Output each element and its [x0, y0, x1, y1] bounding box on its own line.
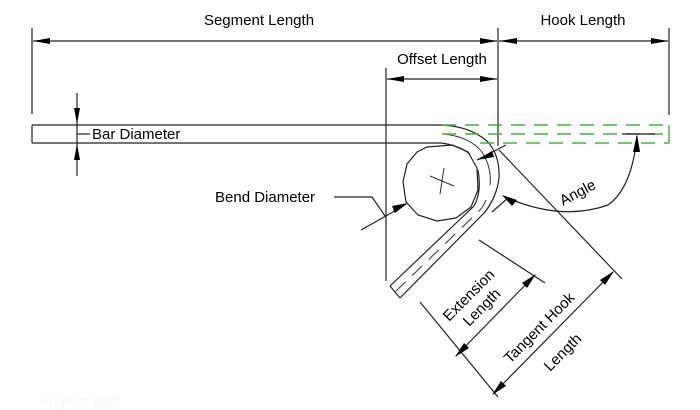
tangent-length-end-line [498, 149, 623, 280]
hook-length-label: Hook Length [540, 12, 625, 29]
offset-length-dimension: Offset Length [385, 51, 497, 281]
rebar-hook-bend [389, 124, 500, 299]
angle-leg-tick [491, 197, 509, 213]
tangent-length-dim-line [492, 271, 614, 395]
extension-arrow-start-icon [455, 343, 469, 357]
bend-diameter-dimension: Bend Diameter [215, 144, 507, 231]
tangent-hook-length-label-line2: Length [541, 330, 585, 374]
bar-diameter-arrow-top-icon [74, 108, 80, 124]
segment-arrow-right-icon [480, 38, 497, 44]
center-mark-v [439, 167, 445, 195]
offset-length-label: Offset Length [397, 51, 487, 68]
bend-diameter-dim-line [360, 207, 401, 231]
tangent-arrow-end-icon [600, 271, 614, 285]
segment-arrow-left-icon [33, 38, 50, 44]
angle-arc [502, 135, 638, 213]
angle-label: Angle [557, 177, 599, 210]
bend-diameter-label: Bend Diameter [215, 189, 315, 206]
bend-inner-start [440, 142, 471, 155]
leg-extension-line-start [419, 301, 499, 398]
angle-watermark: Angle = 180° [40, 393, 121, 409]
hook-arrow-right-icon [651, 38, 668, 44]
offset-arrow-left-icon [387, 76, 404, 82]
bend-outer-edge [399, 124, 500, 299]
rebar-body [31, 124, 441, 144]
bar-diameter-dimension: Bar Diameter [74, 93, 180, 176]
angle-dimension: Angle [491, 133, 655, 213]
extension-length-dim-line [455, 274, 536, 357]
angle-arrow-end-icon [633, 134, 640, 152]
bar-diameter-arrow-bottom-icon [74, 144, 80, 160]
bar-diameter-label: Bar Diameter [92, 126, 180, 143]
tangent-arrow-start-icon [492, 381, 506, 395]
segment-length-label: Segment Length [204, 12, 314, 29]
bend-diameter-arrow-2-icon [477, 151, 494, 160]
bend-diameter-arrow-icon [392, 203, 408, 213]
leg-centerline [394, 199, 487, 293]
hook-arrow-left-icon [500, 38, 517, 44]
segment-length-dimension: Segment Length [31, 12, 499, 146]
hook-end [389, 285, 401, 299]
bend-centerline [443, 133, 491, 186]
angle-arrow-start-icon [502, 195, 517, 206]
extension-arrow-end-icon [522, 274, 536, 288]
offset-arrow-right-icon [480, 76, 497, 82]
bend-diameter-leader [334, 196, 386, 217]
bend-inner-edge [389, 169, 480, 287]
bend-mandrel [402, 144, 479, 222]
hook-length-dimension: Hook Length [499, 12, 670, 115]
